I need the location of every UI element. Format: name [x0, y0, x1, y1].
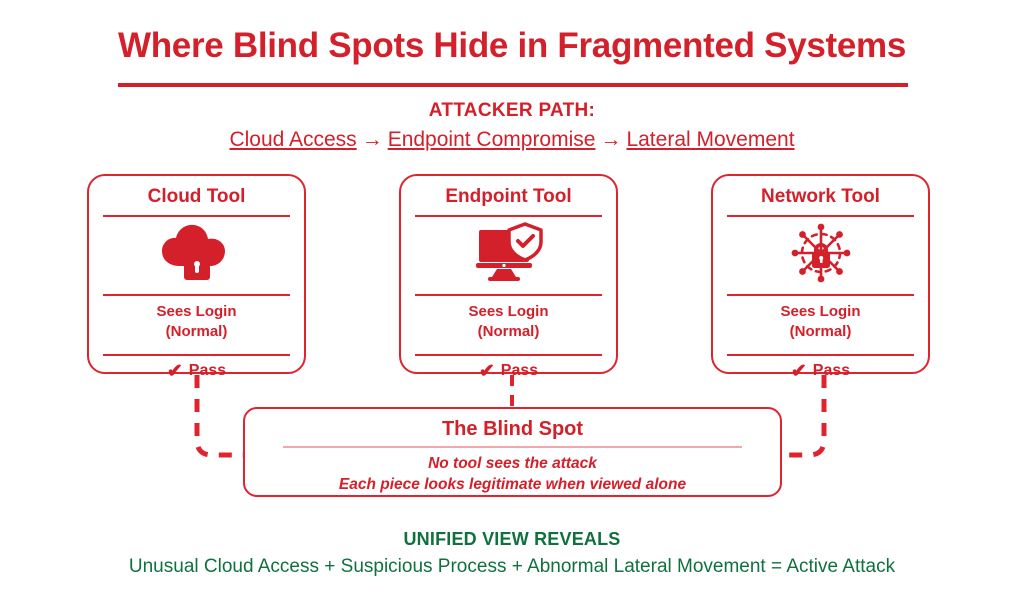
check-icon: ✔ [790, 360, 807, 382]
unified-view-title: UNIFIED VIEW REVEALS [403, 529, 621, 549]
network-lock-icon [713, 219, 928, 287]
check-icon: ✔ [478, 360, 495, 382]
arrow-icon: → [600, 128, 622, 151]
card-divider [103, 215, 290, 217]
card-divider [415, 215, 602, 217]
status-line-1: Sees Login [468, 303, 549, 320]
tool-card-title: Endpoint Tool [445, 186, 572, 207]
unified-view-text: Unusual Cloud Access + Suspicious Proces… [128, 556, 896, 577]
verdict-label: Pass [812, 362, 851, 380]
card-divider [103, 353, 290, 356]
card-divider [415, 294, 602, 296]
attacker-step-endpoint-compromise: Endpoint Compromise [387, 128, 596, 151]
attacker-path-label: ATTACKER PATH: [428, 100, 596, 121]
tool-card-endpoint[interactable]: Endpoint Tool Sees Login (Normal) ✔ Pass [399, 174, 618, 381]
status-line-2: (Normal) [789, 322, 852, 340]
blind-spot-body: No tool sees the attack Each piece looks… [245, 448, 780, 496]
title-underline-rule [118, 83, 908, 87]
status-line-1: Sees Login [156, 303, 237, 320]
tool-card-verdict: ✔ Pass [713, 356, 928, 381]
attacker-step-cloud-access: Cloud Access [229, 128, 357, 151]
blind-spot-line-2: Each piece looks legitimate when viewed … [338, 475, 687, 493]
tool-card-title: Cloud Tool [147, 186, 246, 207]
card-divider [727, 353, 914, 356]
tool-card-verdict: ✔ Pass [89, 356, 304, 381]
monitor-shield-check-icon [401, 219, 616, 287]
tool-card-title: Network Tool [761, 186, 880, 207]
tool-card-network[interactable]: Network Tool [711, 174, 930, 381]
card-divider [415, 353, 602, 356]
verdict-label: Pass [188, 362, 227, 380]
check-icon: ✔ [166, 360, 183, 382]
blind-spot-line-1: No tool sees the attack [428, 455, 597, 472]
page-title: Where Blind Spots Hide in Fragmented Sys… [117, 26, 907, 65]
status-line-1: Sees Login [780, 303, 861, 320]
attacker-path-chain: Cloud Access→Endpoint Compromise→Lateral… [0, 128, 1024, 152]
status-line-2: (Normal) [165, 322, 228, 340]
card-divider [727, 294, 914, 296]
status-line-2: (Normal) [477, 322, 540, 340]
attacker-step-lateral-movement: Lateral Movement [626, 128, 795, 151]
blind-spot-box[interactable]: The Blind Spot No tool sees the attack E… [243, 407, 782, 497]
cloud-lock-icon [89, 219, 304, 287]
blind-spot-title: The Blind Spot [441, 418, 584, 440]
tool-card-verdict: ✔ Pass [401, 356, 616, 381]
tool-card-status: Sees Login (Normal) [401, 296, 616, 347]
arrow-icon: → [361, 128, 383, 151]
tool-card-status: Sees Login (Normal) [713, 296, 928, 347]
tool-card-cloud[interactable]: Cloud Tool Sees Login (Normal) ✔ Pass [87, 174, 306, 381]
tool-card-status: Sees Login (Normal) [89, 296, 304, 347]
card-divider [103, 294, 290, 296]
verdict-label: Pass [500, 362, 539, 380]
card-divider [727, 215, 914, 217]
connector-network-to-blindspot [782, 375, 827, 458]
connector-cloud-to-blindspot [194, 375, 243, 458]
blind-spot-divider [283, 446, 742, 448]
